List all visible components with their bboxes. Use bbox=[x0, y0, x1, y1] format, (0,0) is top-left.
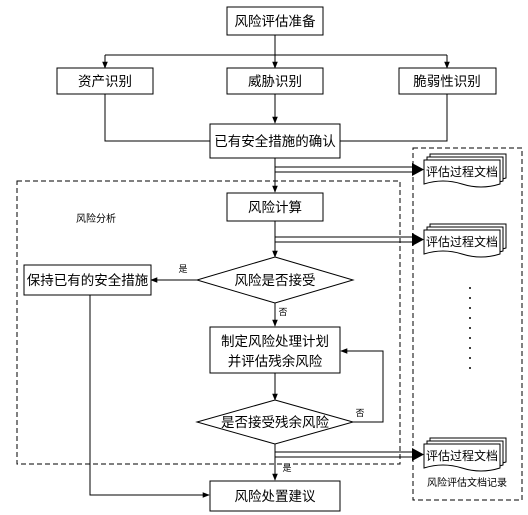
node-vulnerability-identification bbox=[398, 67, 497, 95]
doc-arrow-2-head bbox=[412, 233, 424, 246]
document-stack-3-label: 评估过程文档 bbox=[426, 448, 498, 463]
node-risk-assessment-prep bbox=[226, 6, 324, 36]
node-asset-identification-label: 资产识别 bbox=[78, 74, 132, 90]
node-keep-existing-measures bbox=[23, 264, 152, 296]
node-threat-identification bbox=[226, 67, 324, 95]
connector-vuln-merge bbox=[340, 94, 448, 142]
node-treatment-advice bbox=[209, 480, 341, 512]
label-yes-1: 是 bbox=[178, 264, 187, 275]
node-treatment-plan-label-1: 制定风险处理计划 bbox=[221, 334, 329, 350]
node-treatment-advice-label: 风险处置建议 bbox=[235, 489, 316, 505]
ellipsis-dots bbox=[469, 287, 471, 369]
arrow-keep-to-advice bbox=[89, 295, 210, 498]
node-risk-calculation-label: 风险计算 bbox=[248, 200, 302, 216]
risk-analysis-region bbox=[16, 180, 401, 465]
label-no-2: 否 bbox=[355, 408, 364, 419]
decision-risk-acceptable-label: 风险是否接受 bbox=[235, 272, 316, 289]
document-records-region bbox=[412, 147, 523, 501]
decision-residual-acceptable-label: 是否接受残余风险 bbox=[221, 414, 329, 431]
document-stack-1-label: 评估过程文档 bbox=[426, 164, 498, 179]
node-vulnerability-identification-label: 脆弱性识别 bbox=[413, 73, 481, 90]
doc-arrow-1-head bbox=[412, 163, 424, 176]
document-stack-3: 评估过程文档 bbox=[423, 437, 507, 472]
label-yes-2: 是 bbox=[282, 463, 291, 474]
document-stack-2: 评估过程文档 bbox=[423, 223, 507, 258]
document-stack-1: 评估过程文档 bbox=[423, 153, 507, 188]
node-threat-identification-label: 威胁识别 bbox=[248, 74, 302, 90]
node-treatment-plan bbox=[209, 326, 341, 374]
document-records-label: 风险评估文档记录 bbox=[427, 476, 507, 489]
document-stack-2-label: 评估过程文档 bbox=[426, 234, 498, 249]
risk-analysis-label: 风险分析 bbox=[76, 212, 116, 225]
node-risk-assessment-prep-label: 风险评估准备 bbox=[235, 13, 316, 30]
label-no-1: 否 bbox=[278, 307, 287, 318]
node-treatment-plan-label-2: 并评估残余风险 bbox=[228, 353, 323, 370]
arrow-residual-no-loop bbox=[340, 348, 384, 423]
node-keep-existing-measures-label: 保持已有的安全措施 bbox=[27, 272, 149, 289]
connector-asset-merge bbox=[104, 94, 210, 142]
node-existing-measures-confirm bbox=[209, 123, 341, 159]
node-asset-identification bbox=[56, 67, 154, 95]
doc-arrow-3-head bbox=[412, 448, 424, 461]
node-existing-measures-confirm-label: 已有安全措施的确认 bbox=[214, 133, 336, 150]
